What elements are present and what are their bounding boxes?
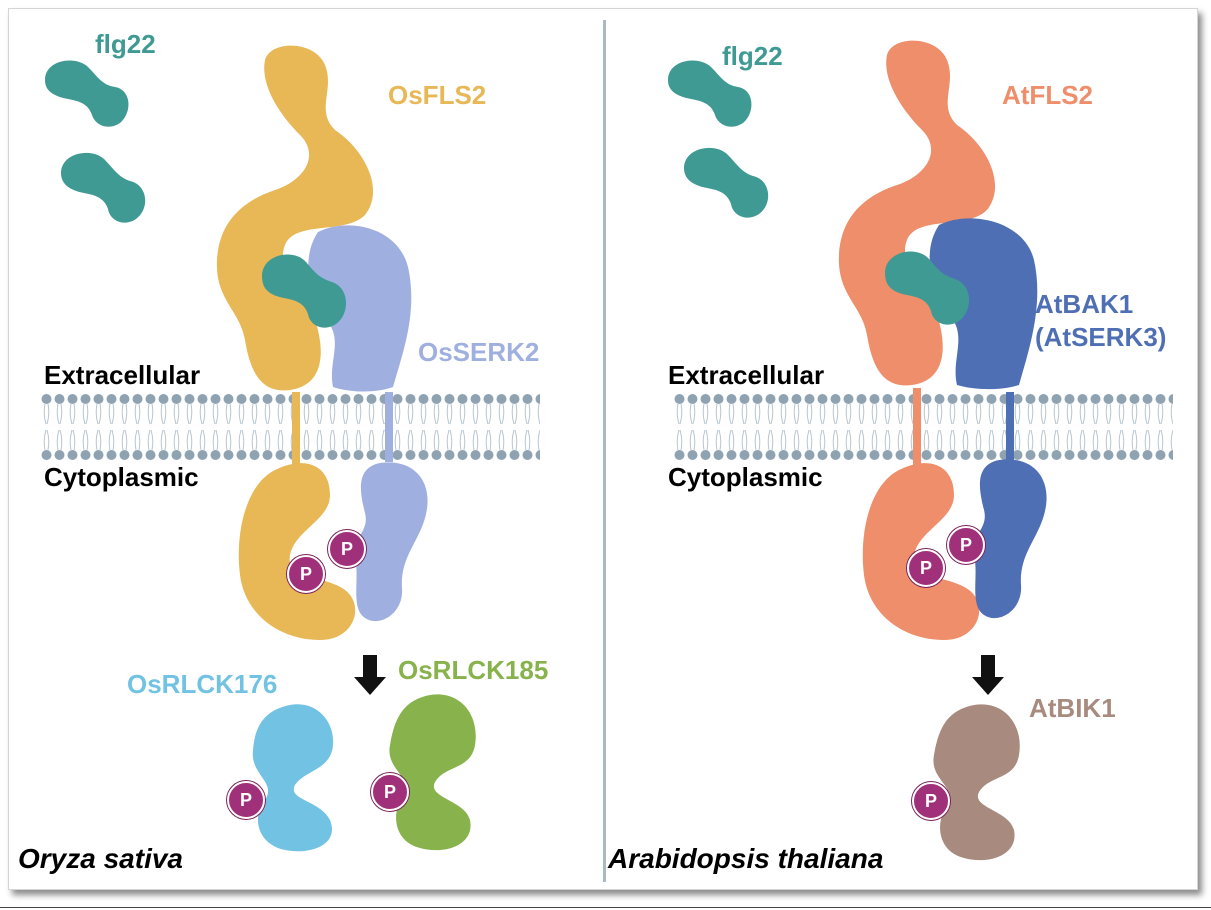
extracellular-label: Extracellular [668,360,825,390]
flg22-ligand [61,152,146,223]
cytoplasmic-label: Cytoplasmic [668,462,823,492]
phospho-badge: P [328,530,366,568]
phospho-badge: P [371,773,409,811]
atbik1-protein [933,704,1020,861]
flg22-bound [262,254,347,328]
osrlck185-label: OsRLCK185 [398,655,549,685]
species-label-arabidopsis: Arabidopsis thaliana [608,843,884,874]
atfls2-label: AtFLS2 [1002,80,1093,110]
atbik1-label: AtBIK1 [1029,693,1116,723]
bottom-rule [0,907,1211,908]
atserk3-label: (AtSERK3) [1035,322,1167,352]
atbak1-label: AtBAK1 [1035,289,1134,319]
atfls2-transmembrane [913,388,921,466]
extracellular-label: Extracellular [44,360,201,390]
flg22-ligand [684,147,769,218]
cytoplasmic-label: Cytoplasmic [44,462,199,492]
atfls2-kinase-domain [862,463,980,640]
phospho-badge: P [227,781,265,819]
panel-divider [603,20,606,882]
flg22-label: flg22 [722,41,783,71]
flg22-label: flg22 [95,29,156,59]
osserk2-label: OsSERK2 [418,337,540,367]
osfls2-kinase-domain [238,463,356,640]
osrlck176-label: OsRLCK176 [127,669,278,699]
atbak1-kinase-domain [973,459,1047,619]
osfls2-transmembrane [292,392,300,467]
osrlck176-protein [252,704,334,852]
osserk2-transmembrane [385,392,393,462]
phospho-badge: P [287,555,325,593]
osserk2-ectodomain [308,225,412,392]
osrlck185-protein [389,694,476,851]
phospho-badge: P [907,549,945,587]
membrane-bilayer [40,392,540,462]
downstream-arrow [972,655,1004,695]
phospho-badge: P [912,782,950,820]
species-label-oryza: Oryza sativa [18,843,183,874]
atfls2-ectodomain [838,40,996,386]
flg22-ligand [668,60,752,127]
osserk2-kinase-domain [354,462,428,622]
atbak1-ectodomain [929,218,1038,390]
phospho-badge: P [947,526,985,564]
panel-arabidopsis-thaliana: P P P flg22 AtFLS2 AtBAK1 (AtSERK3) Extr… [608,0,1211,910]
flg22-bound [885,251,970,325]
flg22-ligand [45,60,129,127]
atbak1-transmembrane [1006,392,1014,464]
panel-oryza-sativa: P P P P flg22 OsFLS2 OsSERK2 Extracellul… [0,0,600,910]
membrane-bilayer [673,392,1173,462]
osfls2-ectodomain [216,45,374,391]
osfls2-label: OsFLS2 [388,80,487,110]
downstream-arrow [354,655,386,695]
